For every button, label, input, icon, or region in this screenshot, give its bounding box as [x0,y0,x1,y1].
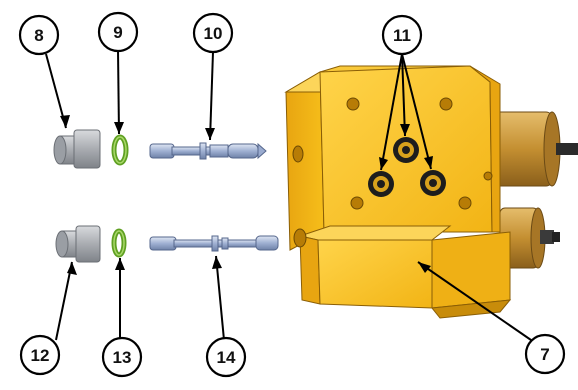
callout-14-label: 14 [217,348,236,367]
brass-fitting-top [491,111,578,187]
callout-13: 13 [101,336,143,378]
callout-12-label: 12 [31,346,50,365]
callout-7: 7 [524,333,566,375]
valve-ports [368,137,446,197]
callout-13-label: 13 [113,348,132,367]
callout-8: 8 [18,14,60,56]
seal-upper [111,134,129,166]
callout-7-label: 7 [540,345,549,364]
callout-12: 12 [19,334,61,376]
bolt-holes [346,97,493,210]
plug-upper [53,129,101,169]
callout-9-label: 9 [113,23,122,42]
callout-10: 10 [192,12,234,54]
callout-11: 11 [381,14,423,56]
callout-9: 9 [97,11,139,53]
valve-body [284,65,578,319]
callout-11-label: 11 [393,26,411,45]
rod-upper [149,142,267,160]
callout-8-label: 8 [34,26,43,45]
callout-14: 14 [205,336,247,378]
seal-lower [111,228,127,258]
leader-arrowheads [60,115,433,275]
rod-lower [149,235,279,252]
callout-10-label: 10 [204,24,223,43]
leader-lines [45,49,532,341]
plug-lower [55,225,101,263]
